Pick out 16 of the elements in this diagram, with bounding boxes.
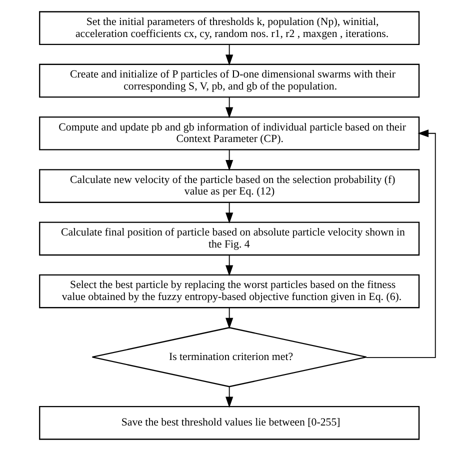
- node-box: Compute and update pb and gb information of individual particle based on their Context Parameter (CP).: [38, 116, 420, 150]
- arrow: [225, 307, 233, 329]
- arrow: [225, 254, 233, 276]
- arrow: [225, 202, 233, 224]
- node-box: Create and initialize of P particles of D-one dimensional swarms with their corresponding S, V, pb, and gb of the population.: [38, 64, 420, 98]
- arrow: [225, 96, 233, 118]
- arrow: [365, 130, 436, 358]
- arrow: [225, 149, 233, 171]
- node-box: Select the best particle by replacing the worst particles based on the fitness value obtained by the fuzzy entropy-based objective function given in Eq. (6).: [38, 274, 420, 308]
- node-box: Set the initial parameters of thresholds k, population (Np), winitial, acceleration coefficients cx, cy, random nos. r1, r2 , maxgen , iterations.: [38, 11, 420, 46]
- node-diamond: Is termination criterion met?: [91, 327, 366, 388]
- node-box: Save the best threshold values lie between [0-255]: [38, 406, 420, 440]
- node-box: Calculate new velocity of the particle based on the selection probability (f) value as per Eq. (12): [38, 169, 420, 203]
- arrow: [225, 44, 233, 66]
- arrow: [225, 386, 233, 408]
- node-box: Calculate final position of particle based on absolute particle velocity shown in the Fig. 4: [38, 222, 420, 256]
